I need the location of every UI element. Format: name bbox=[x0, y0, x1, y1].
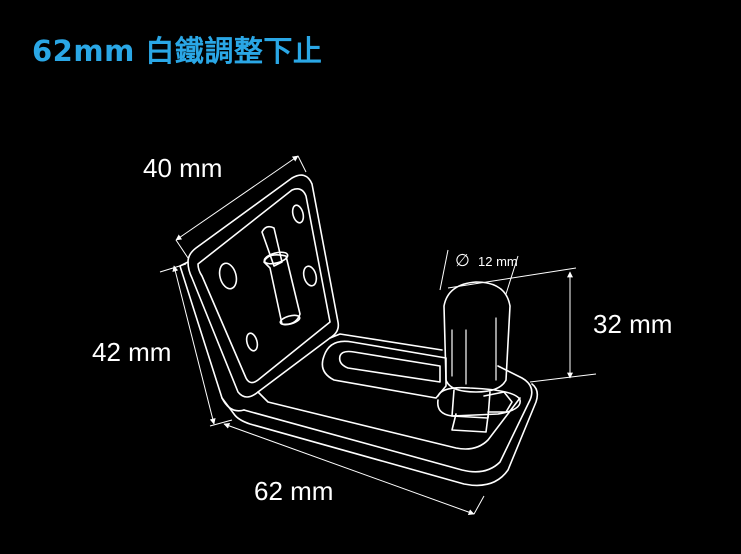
dimension-height-label: 42 mm bbox=[92, 337, 171, 367]
slot-inner bbox=[338, 350, 441, 383]
diameter-symbol: ∅ bbox=[455, 251, 470, 270]
big-pin-washer bbox=[436, 386, 521, 417]
nut bbox=[483, 391, 513, 413]
big-pin-body bbox=[443, 281, 511, 393]
dimension-pin-height-label: 32 mm bbox=[593, 309, 672, 339]
big-pin-neck bbox=[451, 389, 491, 419]
plate-thickness bbox=[179, 261, 245, 412]
hole-left bbox=[218, 262, 238, 290]
dimension-length-label: 62 mm bbox=[254, 476, 333, 506]
base-plate-edge bbox=[221, 383, 539, 487]
dimension-pin-diameter-label: 12 mm bbox=[478, 254, 518, 269]
base-top-line bbox=[329, 333, 443, 351]
dimension-width-label: 40 mm bbox=[143, 153, 222, 183]
slot-outer bbox=[321, 340, 447, 399]
hole-bottom bbox=[245, 332, 259, 352]
hole-top-right bbox=[291, 204, 305, 224]
hole-mid-right bbox=[302, 265, 318, 287]
base-front-line bbox=[257, 391, 521, 450]
page-title: 62mm 白鐵調整下止 bbox=[32, 34, 323, 68]
base-plate bbox=[243, 365, 533, 473]
small-pin-body bbox=[263, 254, 301, 326]
